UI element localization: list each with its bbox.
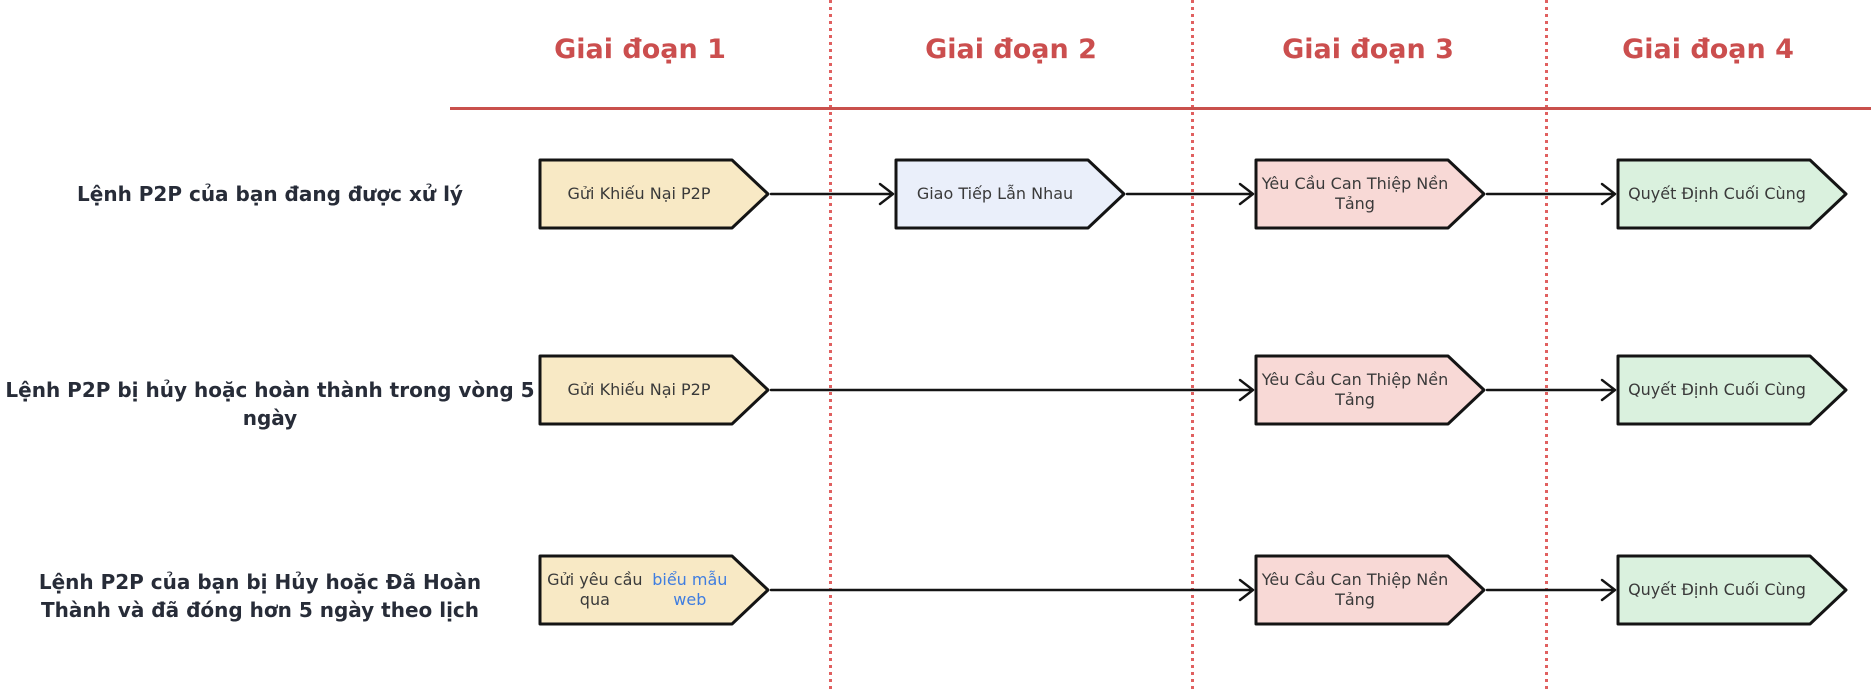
phase-header-3: Giai đoạn 3: [1282, 34, 1454, 65]
node-r3-submit-webform: Gửi yêu cầu qua biểu mẫu web: [538, 554, 770, 626]
phase-header-underline: [450, 107, 1871, 110]
node-text: Gửi Khiếu Nại P2P: [567, 184, 711, 203]
row-label-closed-over-5-days: Lệnh P2P của bạn bị Hủy hoặc Đã Hoàn Thà…: [38, 570, 482, 622]
arrow-pentagon-shape: [1254, 354, 1486, 426]
node-r2-platform-intervention: Yêu Cầu Can Thiệp Nền Tảng: [1254, 354, 1486, 426]
phase-header-1: Giai đoạn 1: [554, 34, 726, 65]
flow-arrow-r1-1: [770, 182, 895, 206]
node-text: Yêu Cầu Can Thiệp Nền Tảng: [1261, 174, 1449, 213]
node-r2-final-decision: Quyết Định Cuối Cùng: [1616, 354, 1848, 426]
node-r1-submit-appeal: Gửi Khiếu Nại P2P: [538, 158, 770, 230]
node-r1-platform-intervention: Yêu Cầu Can Thiệp Nền Tảng: [1254, 158, 1486, 230]
node-text: Yêu Cầu Can Thiệp Nền Tảng: [1261, 570, 1449, 609]
phase-header-2: Giai đoạn 2: [925, 34, 1097, 65]
flow-arrow-r2-1: [770, 378, 1255, 402]
node-text: Quyết Định Cuối Cùng: [1628, 380, 1806, 399]
node-text: Giao Tiếp Lẫn Nhau: [916, 184, 1074, 203]
arrow-pentagon-shape: [1254, 554, 1486, 626]
row-label-processing: Lệnh P2P của bạn đang được xử lý: [77, 182, 463, 206]
phase-divider-2: [1191, 0, 1194, 693]
phase-divider-1: [829, 0, 832, 693]
arrow-pentagon-shape: [1616, 554, 1848, 626]
node-text: Yêu Cầu Can Thiệp Nền Tảng: [1261, 370, 1449, 409]
node-text: Quyết Định Cuối Cùng: [1628, 184, 1806, 203]
web-form-link[interactable]: biểu mẫu web: [652, 570, 728, 609]
arrow-pentagon-shape: [1254, 158, 1486, 230]
node-r3-final-decision: Quyết Định Cuối Cùng: [1616, 554, 1848, 626]
flow-arrow-r3-2: [1486, 578, 1617, 602]
arrow-pentagon-shape: [538, 554, 770, 626]
phase-divider-3: [1545, 0, 1548, 693]
flow-arrow-r1-2: [1126, 182, 1255, 206]
node-text: Gửi yêu cầu qua biểu mẫu web: [544, 554, 734, 626]
flow-arrow-r3-1: [770, 578, 1255, 602]
flow-arrow-r1-3: [1486, 182, 1617, 206]
arrow-pentagon-shape: [1616, 158, 1848, 230]
phase-header-4: Giai đoạn 4: [1622, 34, 1794, 65]
node-r1-mutual-communication: Giao Tiếp Lẫn Nhau: [894, 158, 1126, 230]
node-text: Quyết Định Cuối Cùng: [1628, 580, 1806, 599]
node-r3-platform-intervention: Yêu Cầu Can Thiệp Nền Tảng: [1254, 554, 1486, 626]
row-label-cancelled-within-5-days: Lệnh P2P bị hủy hoặc hoàn thành trong vò…: [5, 378, 535, 430]
arrow-pentagon-shape: [538, 158, 770, 230]
arrow-pentagon-shape: [538, 354, 770, 426]
node-text-prefix: Gửi yêu cầu qua: [547, 570, 643, 609]
arrow-pentagon-shape: [1616, 354, 1848, 426]
node-r1-final-decision: Quyết Định Cuối Cùng: [1616, 158, 1848, 230]
node-r2-submit-appeal: Gửi Khiếu Nại P2P: [538, 354, 770, 426]
arrow-pentagon-shape: [894, 158, 1126, 230]
node-text: Gửi Khiếu Nại P2P: [567, 380, 711, 399]
flow-arrow-r2-2: [1486, 378, 1617, 402]
